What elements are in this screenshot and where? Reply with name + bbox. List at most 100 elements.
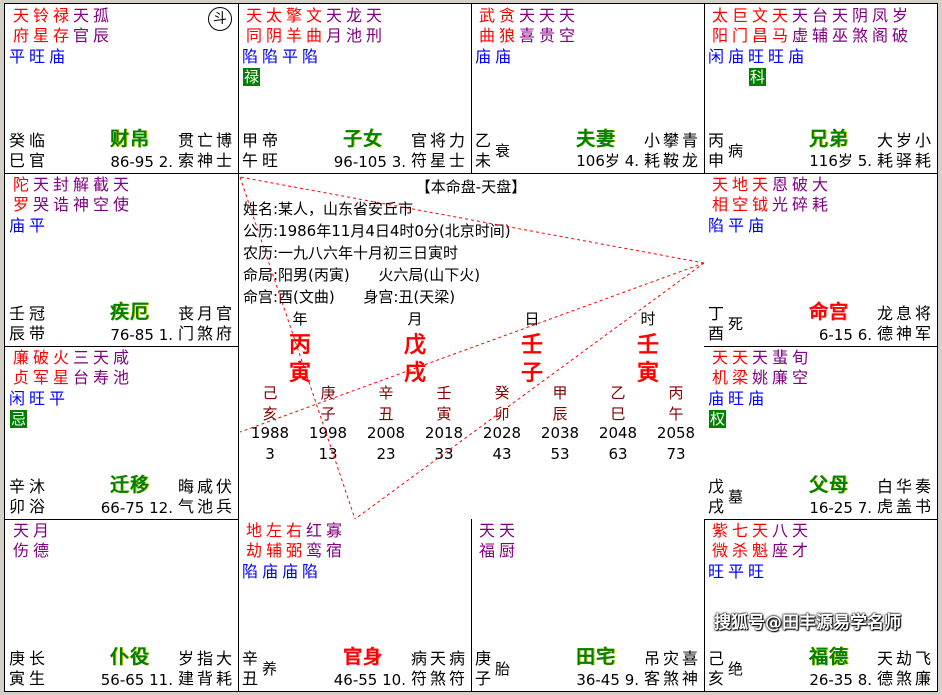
star-minor[interactable]: 天使	[110, 176, 129, 216]
age-range: 46-55 10.	[334, 671, 406, 689]
age-range: 26-35 8.	[809, 671, 872, 689]
star-minor[interactable]: 三台	[70, 349, 89, 389]
pillar-label: 日	[524, 310, 540, 328]
star-main[interactable]: 巨门	[729, 7, 748, 47]
star-minor[interactable]: 蜚廉	[769, 349, 788, 389]
star-minor[interactable]: 月德	[30, 522, 49, 562]
star-main[interactable]: 廉贞	[10, 349, 29, 389]
star-main[interactable]: 地空	[729, 176, 748, 216]
shen-bottom: 门煞府	[177, 324, 235, 343]
star-minor[interactable]: 红鸾	[303, 522, 322, 562]
star-main[interactable]: 铃星	[30, 7, 49, 47]
star-minor[interactable]: 咸池	[110, 349, 129, 389]
palace-name[interactable]: 夫妻	[575, 128, 616, 150]
star-minor[interactable]: 天哭	[30, 176, 49, 216]
star-minor[interactable]: 阴煞	[849, 7, 868, 47]
star-list: 武曲贪狼天喜天贵天空	[475, 7, 575, 47]
star-minor[interactable]: 大耗	[809, 176, 828, 216]
star-main[interactable]: 陀罗	[10, 176, 29, 216]
pillar-label: 月	[407, 310, 423, 328]
palace-name[interactable]: 父母	[808, 474, 849, 496]
star-main[interactable]: 天府	[10, 7, 29, 47]
star-main[interactable]: 贪狼	[496, 7, 515, 47]
star-minor[interactable]: 天厨	[496, 522, 515, 562]
star-minor[interactable]: 天空	[556, 7, 575, 47]
star-minor[interactable]: 天寿	[90, 349, 109, 389]
star-main[interactable]: 天机	[709, 349, 728, 389]
palace-name[interactable]: 兄弟	[808, 128, 849, 150]
star-main[interactable]: 破军	[30, 349, 49, 389]
star-main[interactable]: 太阴	[263, 7, 282, 47]
star-minor[interactable]: 截空	[90, 176, 109, 216]
star-minor[interactable]: 封诰	[50, 176, 69, 216]
star-minor[interactable]: 解神	[70, 176, 89, 216]
star-minor[interactable]: 破碎	[789, 176, 808, 216]
star-minor[interactable]: 天喜	[516, 7, 535, 47]
star-main[interactable]: 文昌	[749, 7, 768, 47]
star-main[interactable]: 地劫	[243, 522, 262, 562]
star-main[interactable]: 右弼	[283, 522, 302, 562]
palace-name[interactable]: 疾厄	[109, 301, 150, 323]
decade-stem: 庚	[320, 384, 336, 402]
star-main[interactable]: 擎羊	[283, 7, 302, 47]
star-minor[interactable]: 天月	[323, 7, 342, 47]
star-main[interactable]: 紫微	[709, 522, 728, 562]
star-minor[interactable]: 八座	[769, 522, 788, 562]
palace-name[interactable]: 田宅	[575, 646, 616, 668]
star-main[interactable]: 文曲	[303, 7, 322, 47]
star-minor[interactable]: 天刑	[363, 7, 382, 47]
palace-name[interactable]: 仆役	[109, 646, 150, 668]
decade-age: 13	[318, 445, 338, 463]
star-minor[interactable]: 天才	[789, 522, 808, 562]
star-main[interactable]: 七杀	[729, 522, 748, 562]
changsheng: 衰	[495, 142, 511, 160]
palace-name[interactable]: 财帛	[109, 128, 150, 150]
star-main[interactable]: 天同	[243, 7, 262, 47]
changsheng: 病	[728, 142, 744, 160]
star-minor[interactable]: 旬空	[789, 349, 808, 389]
palace-name[interactable]: 子女	[342, 128, 383, 150]
star-main[interactable]: 左辅	[263, 522, 282, 562]
palace-name[interactable]: 福德	[808, 646, 849, 668]
star-minor[interactable]: 天巫	[829, 7, 848, 47]
star-minor[interactable]: 天姚	[749, 349, 768, 389]
star-main[interactable]: 天钺	[749, 176, 768, 216]
star-main[interactable]: 天梁	[729, 349, 748, 389]
star-minor[interactable]: 孤辰	[90, 7, 109, 47]
star-main[interactable]: 太阳	[709, 7, 728, 47]
star-main[interactable]: 火星	[50, 349, 69, 389]
star-minor[interactable]: 凤阁	[869, 7, 888, 47]
star-minor[interactable]: 天虚	[789, 7, 808, 47]
star-minor[interactable]: 恩光	[769, 176, 788, 216]
star-minor[interactable]: 台辅	[809, 7, 828, 47]
star-main[interactable]: 禄存	[50, 7, 69, 47]
palace-name[interactable]: 官身	[342, 646, 383, 668]
palace-name[interactable]: 迁移	[109, 474, 150, 496]
star-main[interactable]: 武曲	[476, 7, 495, 47]
star-main[interactable]: 天相	[709, 176, 728, 216]
palace-index: 3.	[391, 153, 406, 171]
decade-age: 63	[608, 445, 628, 463]
star-minor[interactable]: 天福	[476, 522, 495, 562]
star-main[interactable]: 天马	[769, 7, 788, 47]
star-minor[interactable]: 天贵	[536, 7, 555, 47]
star-main[interactable]: 天魁	[749, 522, 768, 562]
star-minor[interactable]: 天官	[70, 7, 89, 47]
palace-name[interactable]: 命宫	[808, 301, 849, 323]
star-minor[interactable]: 寡宿	[323, 522, 342, 562]
star-minor[interactable]: 龙池	[343, 7, 362, 47]
star-minor[interactable]: 岁破	[889, 7, 908, 47]
star-minor[interactable]: 天伤	[10, 522, 29, 562]
